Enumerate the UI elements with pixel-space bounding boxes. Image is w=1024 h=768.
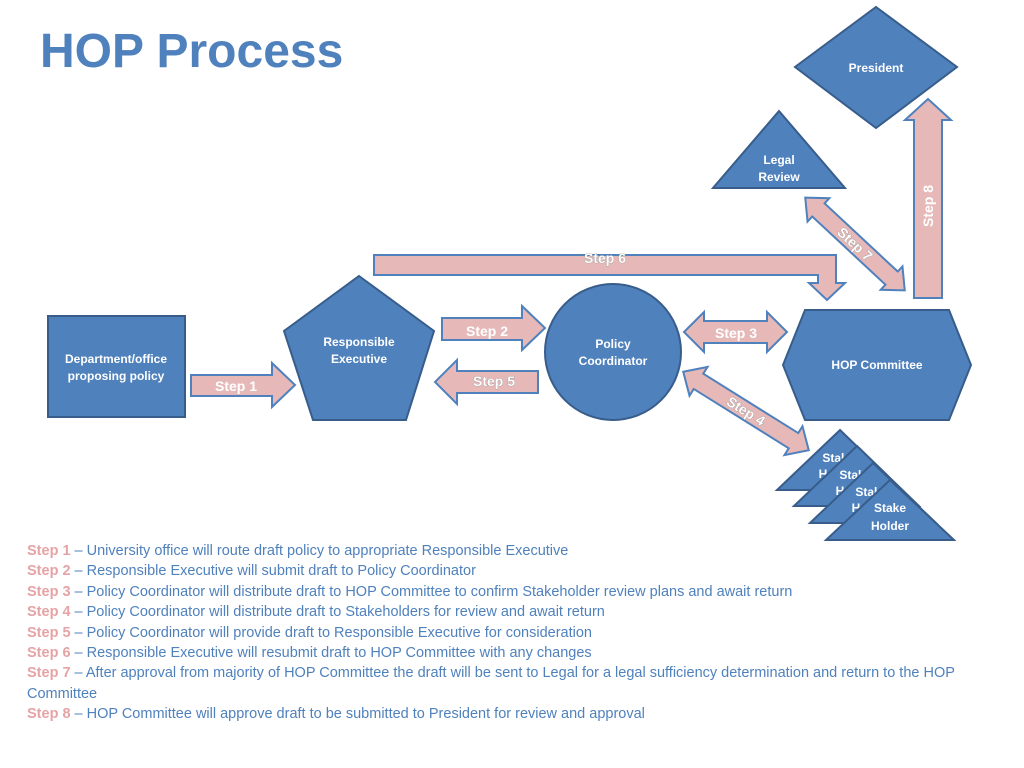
department-node: Department/office proposing policy [47,315,186,418]
president-label: President [849,61,904,75]
step-text: – Policy Coordinator will distribute dra… [70,583,793,600]
step5-label: Step 5 [473,373,515,389]
policy-coordinator-node: Policy Coordinator [544,283,682,421]
step-description-2: Step 2 – Responsible Executive will subm… [27,561,972,581]
step-description-8: Step 8 – HOP Committee will approve draf… [27,704,972,724]
step-description-7: Step 7 – After approval from majority of… [27,663,972,704]
responsible-executive-node: Responsible Executive [282,274,436,421]
step8-arrow: Step 8 [902,97,954,299]
stakeholder-stack: Stak H Stak H Stak H Stake Holder [774,428,957,541]
step-tag: Step 1 [27,543,71,559]
step-text: – HOP Committee will approve draft to be… [70,706,645,723]
step6-label: Step 6 [584,250,626,266]
step-text: – University office will route draft pol… [70,543,569,559]
step-tag: Step 8 [27,706,71,723]
step-tag: Step 4 [27,604,71,621]
step-text: – Policy Coordinator will provide draft … [70,624,592,641]
step1-label: Step 1 [215,378,257,394]
step-text: – Responsible Executive will resubmit dr… [70,645,592,662]
legal-review-node: Legal Review [710,109,848,189]
stakeholder-4-label-line2: Holder [871,519,909,533]
step-tag: Step 7 [27,665,71,682]
step-description-1: Step 1 – University office will route dr… [27,541,972,561]
step3-arrow: Step 3 [682,309,789,355]
step6-arrow: Step 6 [373,250,848,302]
department-label-line1: Department/office [65,352,167,366]
department-label-line2: proposing policy [68,369,165,383]
policy-coordinator-label-line2: Coordinator [579,354,648,368]
president-node: President [793,5,959,130]
responsible-executive-label-line2: Executive [331,352,387,366]
step-description-6: Step 6 – Responsible Executive will resu… [27,643,972,663]
stakeholder-1-label-line2: H [819,467,828,481]
step2-label: Step 2 [466,323,508,339]
step3-label: Step 3 [715,325,757,341]
legal-review-label-line2: Review [758,170,800,184]
step1-arrow: Step 1 [190,360,297,410]
slide-title: HOP Process [40,25,344,78]
step8-label: Step 8 [920,185,936,227]
step-tag: Step 2 [27,563,71,580]
step5-arrow: Step 5 [433,357,539,407]
step-descriptions: Step 1 – University office will route dr… [27,541,972,725]
hop-committee-label: HOP Committee [831,358,922,372]
step-text: – After approval from majority of HOP Co… [27,665,955,702]
step-description-3: Step 3 – Policy Coordinator will distrib… [27,582,972,602]
step-text: – Policy Coordinator will distribute dra… [70,604,605,621]
step-tag: Step 5 [27,624,71,641]
legal-review-label-line1: Legal [763,153,794,167]
stakeholder-2-label-line2: H [836,484,845,498]
step2-arrow: Step 2 [441,303,547,353]
step-text: – Responsible Executive will submit draf… [70,563,476,580]
stakeholder-node-4: Stake Holder [823,478,957,541]
stakeholder-3-label-line2: H [852,501,861,515]
step-tag: Step 6 [27,645,71,662]
step-tag: Step 3 [27,583,71,600]
step-description-4: Step 4 – Policy Coordinator will distrib… [27,602,972,622]
step-description-5: Step 5 – Policy Coordinator will provide… [27,623,972,643]
policy-coordinator-label-line1: Policy [595,337,631,351]
responsible-executive-label-line1: Responsible [323,335,395,349]
hop-committee-node: HOP Committee [781,309,973,421]
stakeholder-4-label-line1: Stake [874,501,906,515]
